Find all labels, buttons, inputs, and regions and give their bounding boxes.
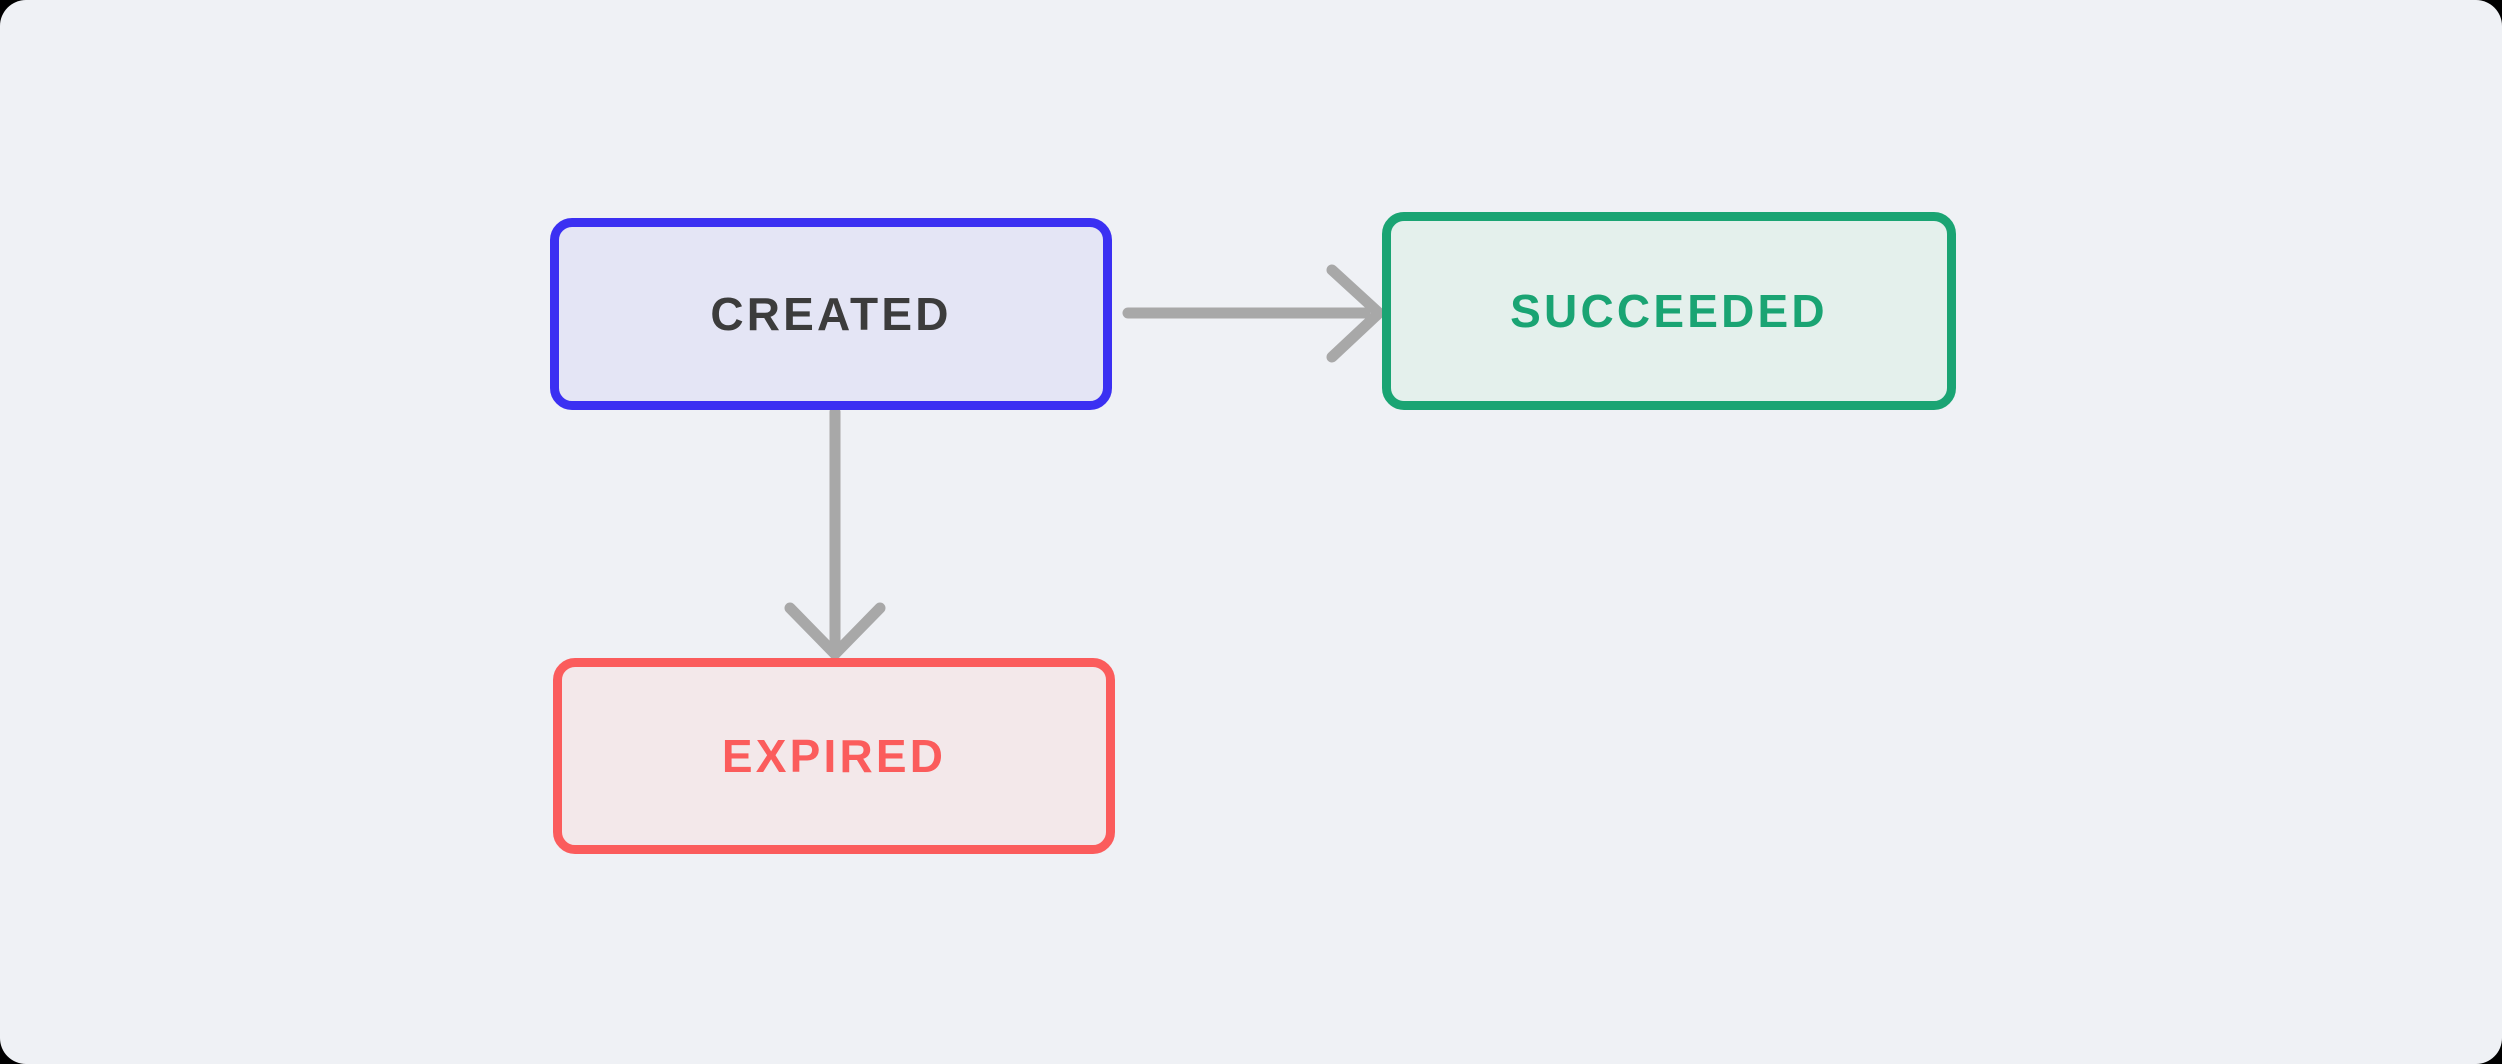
state-node-succeeded[interactable]: SUCCEEDED	[1382, 212, 1956, 410]
state-node-created-label: CREATED	[710, 288, 952, 340]
edge-created-to-expired	[784, 406, 886, 660]
arrowhead-created-to-expired	[784, 602, 886, 660]
state-node-created[interactable]: CREATED	[550, 218, 1112, 410]
state-node-succeeded-label: SUCCEEDED	[1510, 285, 1828, 337]
state-node-expired[interactable]: EXPIRED	[553, 658, 1115, 854]
state-node-expired-label: EXPIRED	[721, 730, 947, 782]
arrowhead-created-to-succeeded	[1326, 264, 1385, 363]
edge-created-to-succeeded	[1122, 264, 1385, 363]
